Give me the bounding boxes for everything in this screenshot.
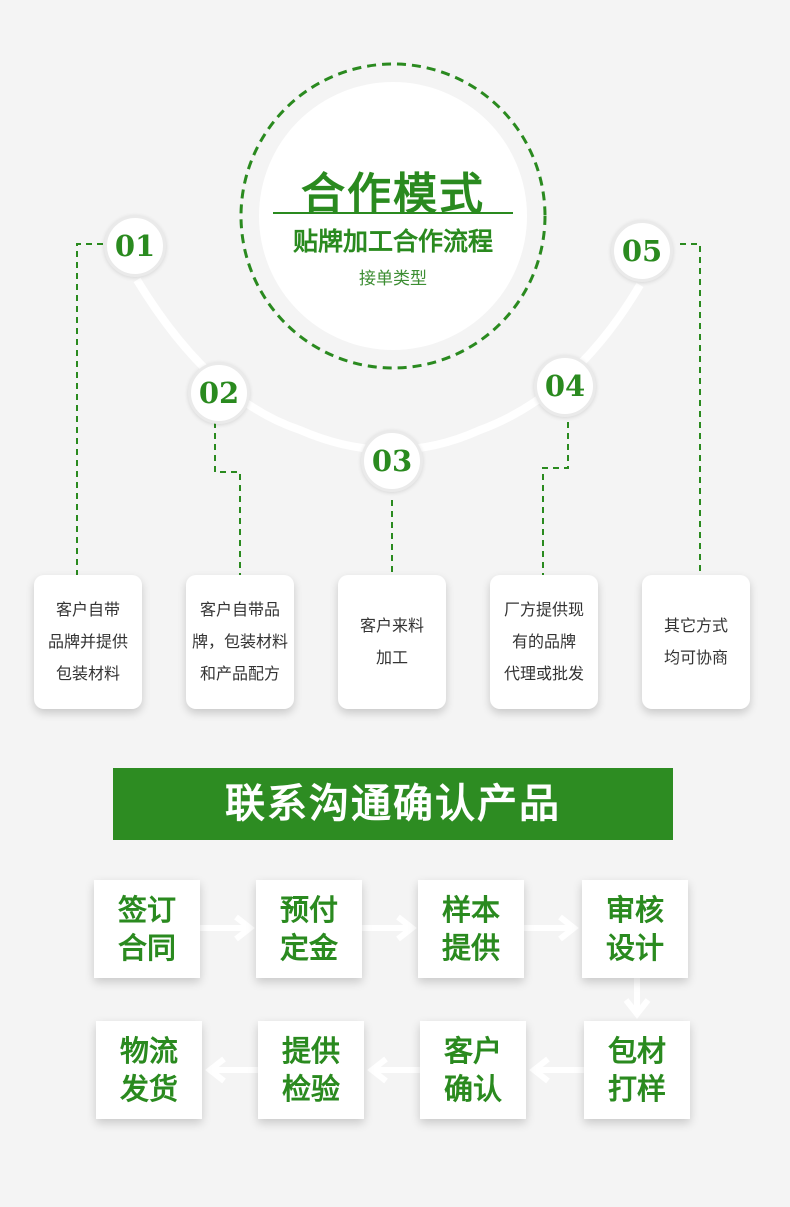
type-card-4: 厂方提供现有的品牌代理或批发 bbox=[490, 575, 598, 709]
card-line: 包装材料 bbox=[55, 664, 120, 683]
card-line: 有的品牌 bbox=[511, 632, 576, 651]
hero-title: 合作模式 bbox=[301, 169, 485, 220]
card-line: 客户来料 bbox=[359, 616, 424, 635]
step-label: 客户 bbox=[443, 1034, 502, 1068]
step-label: 签订 bbox=[117, 893, 176, 927]
type-card-1: 客户自带品牌并提供包装材料 bbox=[34, 575, 142, 709]
arrow-down-icon bbox=[623, 978, 651, 1019]
card-line: 其它方式 bbox=[663, 616, 728, 635]
step-customer-confirm: 客户确认 bbox=[420, 1021, 526, 1119]
hero-circle: 合作模式 贴牌加工合作流程 接单类型 bbox=[243, 66, 543, 366]
hero-divider bbox=[273, 212, 513, 214]
arrow-left-icon bbox=[205, 1056, 260, 1084]
step-deposit: 预付定金 bbox=[256, 880, 362, 978]
arrow-left-icon bbox=[529, 1056, 584, 1084]
arrow-right-icon bbox=[362, 914, 417, 942]
step-sample: 样本提供 bbox=[418, 880, 524, 978]
step-label: 提供 bbox=[281, 1034, 340, 1068]
card-line: 客户自带品 bbox=[199, 600, 280, 619]
step-label: 合同 bbox=[117, 931, 176, 965]
section-banner: 联系沟通确认产品 bbox=[113, 768, 673, 840]
step-label: 提供 bbox=[441, 931, 500, 965]
step-label: 样本 bbox=[441, 893, 500, 927]
step-label: 定金 bbox=[279, 931, 338, 965]
type-card-3: 客户来料加工 bbox=[338, 575, 446, 709]
step-shipping: 物流发货 bbox=[96, 1021, 202, 1119]
step-label: 打样 bbox=[607, 1072, 666, 1106]
step-label: 物流 bbox=[119, 1034, 178, 1068]
card-line: 代理或批发 bbox=[503, 664, 584, 683]
node-03: 03 bbox=[361, 430, 423, 492]
arrow-right-icon bbox=[200, 914, 255, 942]
step-review-design: 审核设计 bbox=[582, 880, 688, 978]
type-card-5: 其它方式均可协商 bbox=[642, 575, 750, 709]
card-line: 均可协商 bbox=[663, 648, 728, 667]
step-label: 检验 bbox=[281, 1072, 340, 1106]
node-02: 02 bbox=[188, 362, 250, 424]
hero-caption: 接单类型 bbox=[359, 269, 427, 289]
card-line: 客户自带 bbox=[55, 600, 120, 619]
step-label: 预付 bbox=[279, 893, 338, 927]
card-line: 厂方提供现 bbox=[503, 600, 584, 619]
step-label: 设计 bbox=[605, 931, 664, 965]
node-04: 04 bbox=[534, 355, 596, 417]
step-inspection: 提供检验 bbox=[258, 1021, 364, 1119]
arrow-left-icon bbox=[367, 1056, 422, 1084]
card-line: 和产品配方 bbox=[199, 664, 280, 683]
node-01: 01 bbox=[104, 215, 166, 277]
card-line: 品牌并提供 bbox=[47, 632, 128, 651]
step-label: 包材 bbox=[607, 1034, 666, 1068]
node-05: 05 bbox=[611, 220, 673, 282]
step-label: 确认 bbox=[443, 1072, 502, 1106]
step-label: 审核 bbox=[605, 893, 664, 927]
step-packaging-proof: 包材打样 bbox=[584, 1021, 690, 1119]
card-line: 加工 bbox=[375, 648, 408, 667]
type-card-2: 客户自带品牌，包装材料和产品配方 bbox=[186, 575, 294, 709]
step-label: 发货 bbox=[119, 1072, 178, 1106]
hero-subtitle: 贴牌加工合作流程 bbox=[292, 227, 493, 256]
arrow-right-icon bbox=[524, 914, 579, 942]
step-sign-contract: 签订合同 bbox=[94, 880, 200, 978]
card-line: 牌，包装材料 bbox=[191, 632, 288, 651]
